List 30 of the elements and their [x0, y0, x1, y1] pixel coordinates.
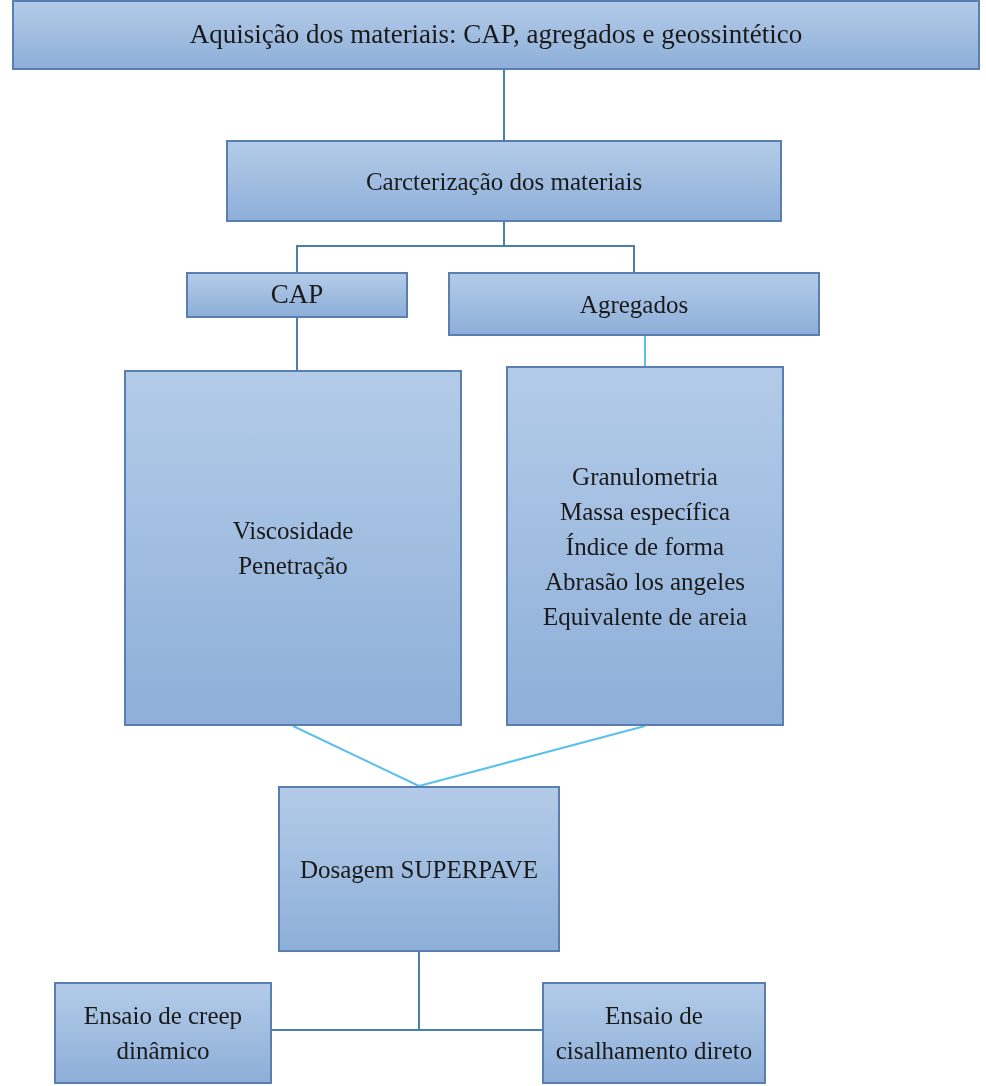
process-box [506, 366, 784, 726]
connector-line [292, 725, 420, 787]
process-box [448, 272, 820, 336]
box-text: Aquisição dos materiais: CAP, agregados e geossintético [189, 18, 803, 52]
box-text: Penetração [238, 551, 348, 581]
process-box [124, 370, 462, 726]
process-box [186, 272, 408, 318]
box-text: Carcterização dos materiais [365, 166, 643, 197]
connector-line [644, 335, 646, 367]
process-box [54, 982, 272, 1084]
box-text: Ensaio de creep dinâmico [82, 1001, 244, 1066]
box-text: Ensaio de cisalhamento direto [554, 1001, 754, 1066]
box-text: CAP [270, 278, 324, 312]
box-text: Índice de forma [565, 531, 725, 562]
connector-line [503, 221, 635, 273]
box-text: Agregados [579, 289, 689, 320]
connector-line [503, 69, 505, 141]
connector-line [296, 317, 298, 371]
box-text: Massa específica [559, 496, 731, 527]
process-box [226, 140, 782, 222]
connector-line [418, 725, 646, 787]
process-box [542, 982, 766, 1084]
box-text: Abrasão los angeles [545, 566, 745, 597]
box-text: Viscosidade [232, 516, 354, 546]
box-text: Equivalente de areia [542, 601, 748, 632]
process-box [278, 786, 560, 952]
process-box [12, 0, 980, 70]
box-text: Granulometria [572, 461, 718, 492]
box-text: Dosagem SUPERPAVE [299, 854, 539, 885]
connector-line [418, 951, 543, 1031]
